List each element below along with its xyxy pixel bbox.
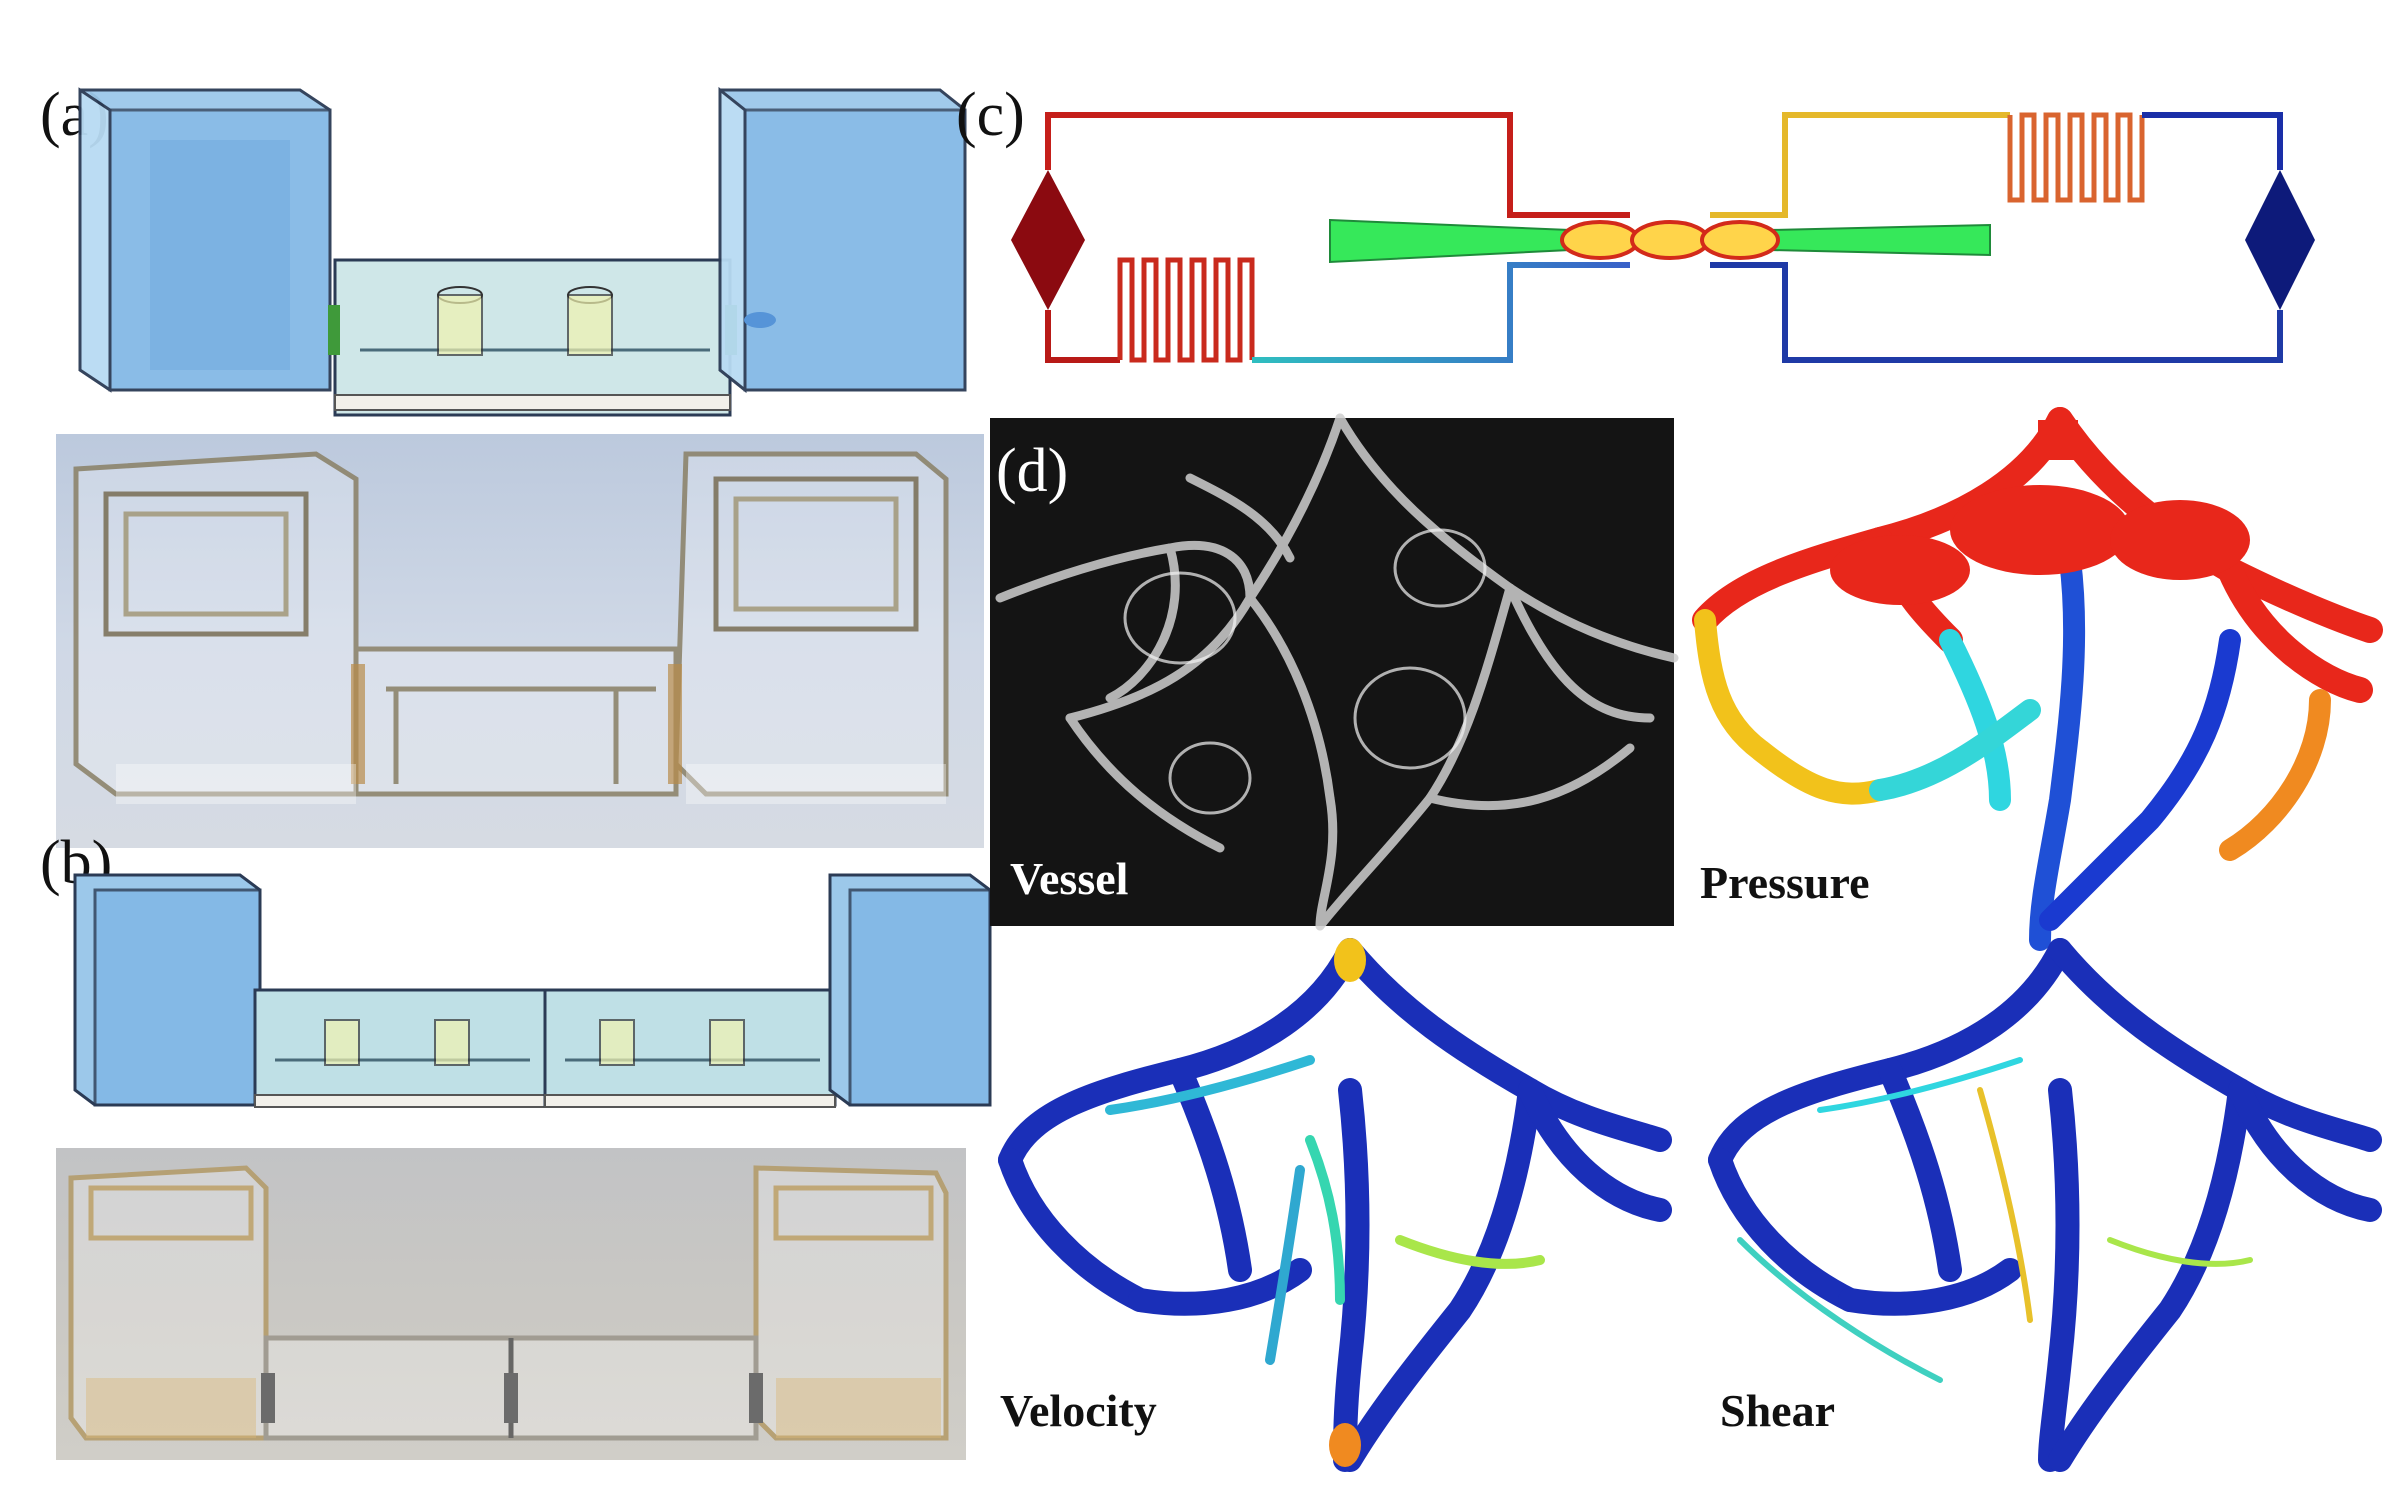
cell-chambers <box>1560 220 1780 260</box>
panel-b-photo <box>56 1148 966 1460</box>
velocity-title: Velocity <box>1000 1385 1157 1436</box>
outlet-reservoir <box>2245 170 2315 310</box>
panel-b-cad-render <box>73 873 992 1108</box>
vessel-image: (d) Vessel <box>990 413 1679 931</box>
vessel-title: Vessel <box>1010 853 1129 904</box>
chip-1 <box>253 988 547 1108</box>
panel-c-label: (c) <box>956 81 1025 149</box>
central-chip <box>328 258 737 417</box>
panel-a-photo <box>56 434 984 848</box>
right-reservoir <box>718 86 967 394</box>
left-reservoir <box>78 87 332 393</box>
left-reservoir-b <box>73 873 262 1107</box>
panel-d-label: (d) <box>996 437 1069 505</box>
velocity-map: Velocity <box>998 938 1672 1472</box>
pressure-title: Pressure <box>1700 857 1870 908</box>
shear-title: Shear <box>1720 1385 1835 1436</box>
pressure-map: Pressure <box>1692 407 2383 951</box>
shear-map: Shear <box>1708 938 2382 1472</box>
inlet-reservoir <box>1011 170 1085 310</box>
panel-c-channel-network <box>1011 112 2315 363</box>
right-reservoir-b <box>828 873 992 1107</box>
chip-2 <box>543 988 837 1108</box>
panel-a-cad-render <box>78 86 967 417</box>
